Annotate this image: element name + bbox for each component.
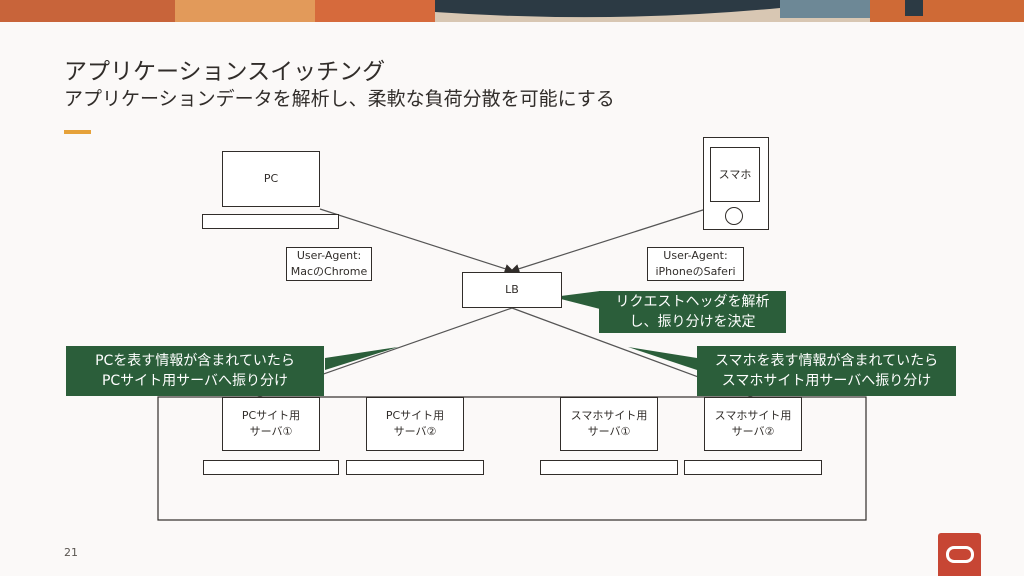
- smartphone-label: スマホ: [718, 167, 752, 181]
- lb-callout-tail: [553, 291, 600, 309]
- phone-server-1: スマホサイト用 サーバ①: [560, 397, 658, 451]
- server-group-frame: [157, 396, 867, 521]
- pc-keyboard: [202, 214, 339, 229]
- pc-label: PC: [263, 172, 279, 185]
- title-accent-bar: [64, 130, 91, 134]
- phone-server-2: スマホサイト用 サーバ②: [704, 397, 802, 451]
- phone-user-agent-label: User-Agent: iPhoneのSaferi: [647, 247, 744, 281]
- page-number: 21: [64, 546, 78, 559]
- load-balancer: LB: [462, 272, 562, 308]
- pc-callout-tail: [325, 347, 398, 370]
- lb-callout: リクエストヘッダを解析 し、振り分けを決定: [599, 291, 786, 333]
- smartphone-screen: スマホ: [710, 147, 760, 202]
- page-title: アプリケーションスイッチング: [64, 59, 386, 85]
- pc-server-2-base: [346, 460, 484, 475]
- header-banner: [0, 0, 1024, 22]
- pc-user-agent-label: User-Agent: MacのChrome: [286, 247, 372, 281]
- smartphone-home-button-icon: [725, 207, 743, 225]
- phone-server-1-base: [540, 460, 678, 475]
- page-subtitle: アプリケーションデータを解析し、柔軟な負荷分散を可能にする: [64, 88, 615, 110]
- phone-server-2-base: [684, 460, 822, 475]
- lb-label: LB: [505, 283, 519, 296]
- phone-to-lb-line: [509, 208, 707, 274]
- phone-callout-tail: [628, 347, 697, 370]
- oracle-logo-icon: [938, 533, 981, 576]
- phone-routing-callout: スマホを表す情報が含まれていたら スマホサイト用サーバへ振り分け: [697, 346, 956, 396]
- pc-to-lb-line: [319, 208, 515, 274]
- pc-server-2: PCサイト用 サーバ②: [366, 397, 464, 451]
- pc-routing-callout: PCを表す情報が含まれていたら PCサイト用サーバへ振り分け: [66, 346, 324, 396]
- pc-monitor: PC: [222, 151, 320, 207]
- pc-server-1-base: [203, 460, 339, 475]
- pc-server-1: PCサイト用 サーバ①: [222, 397, 320, 451]
